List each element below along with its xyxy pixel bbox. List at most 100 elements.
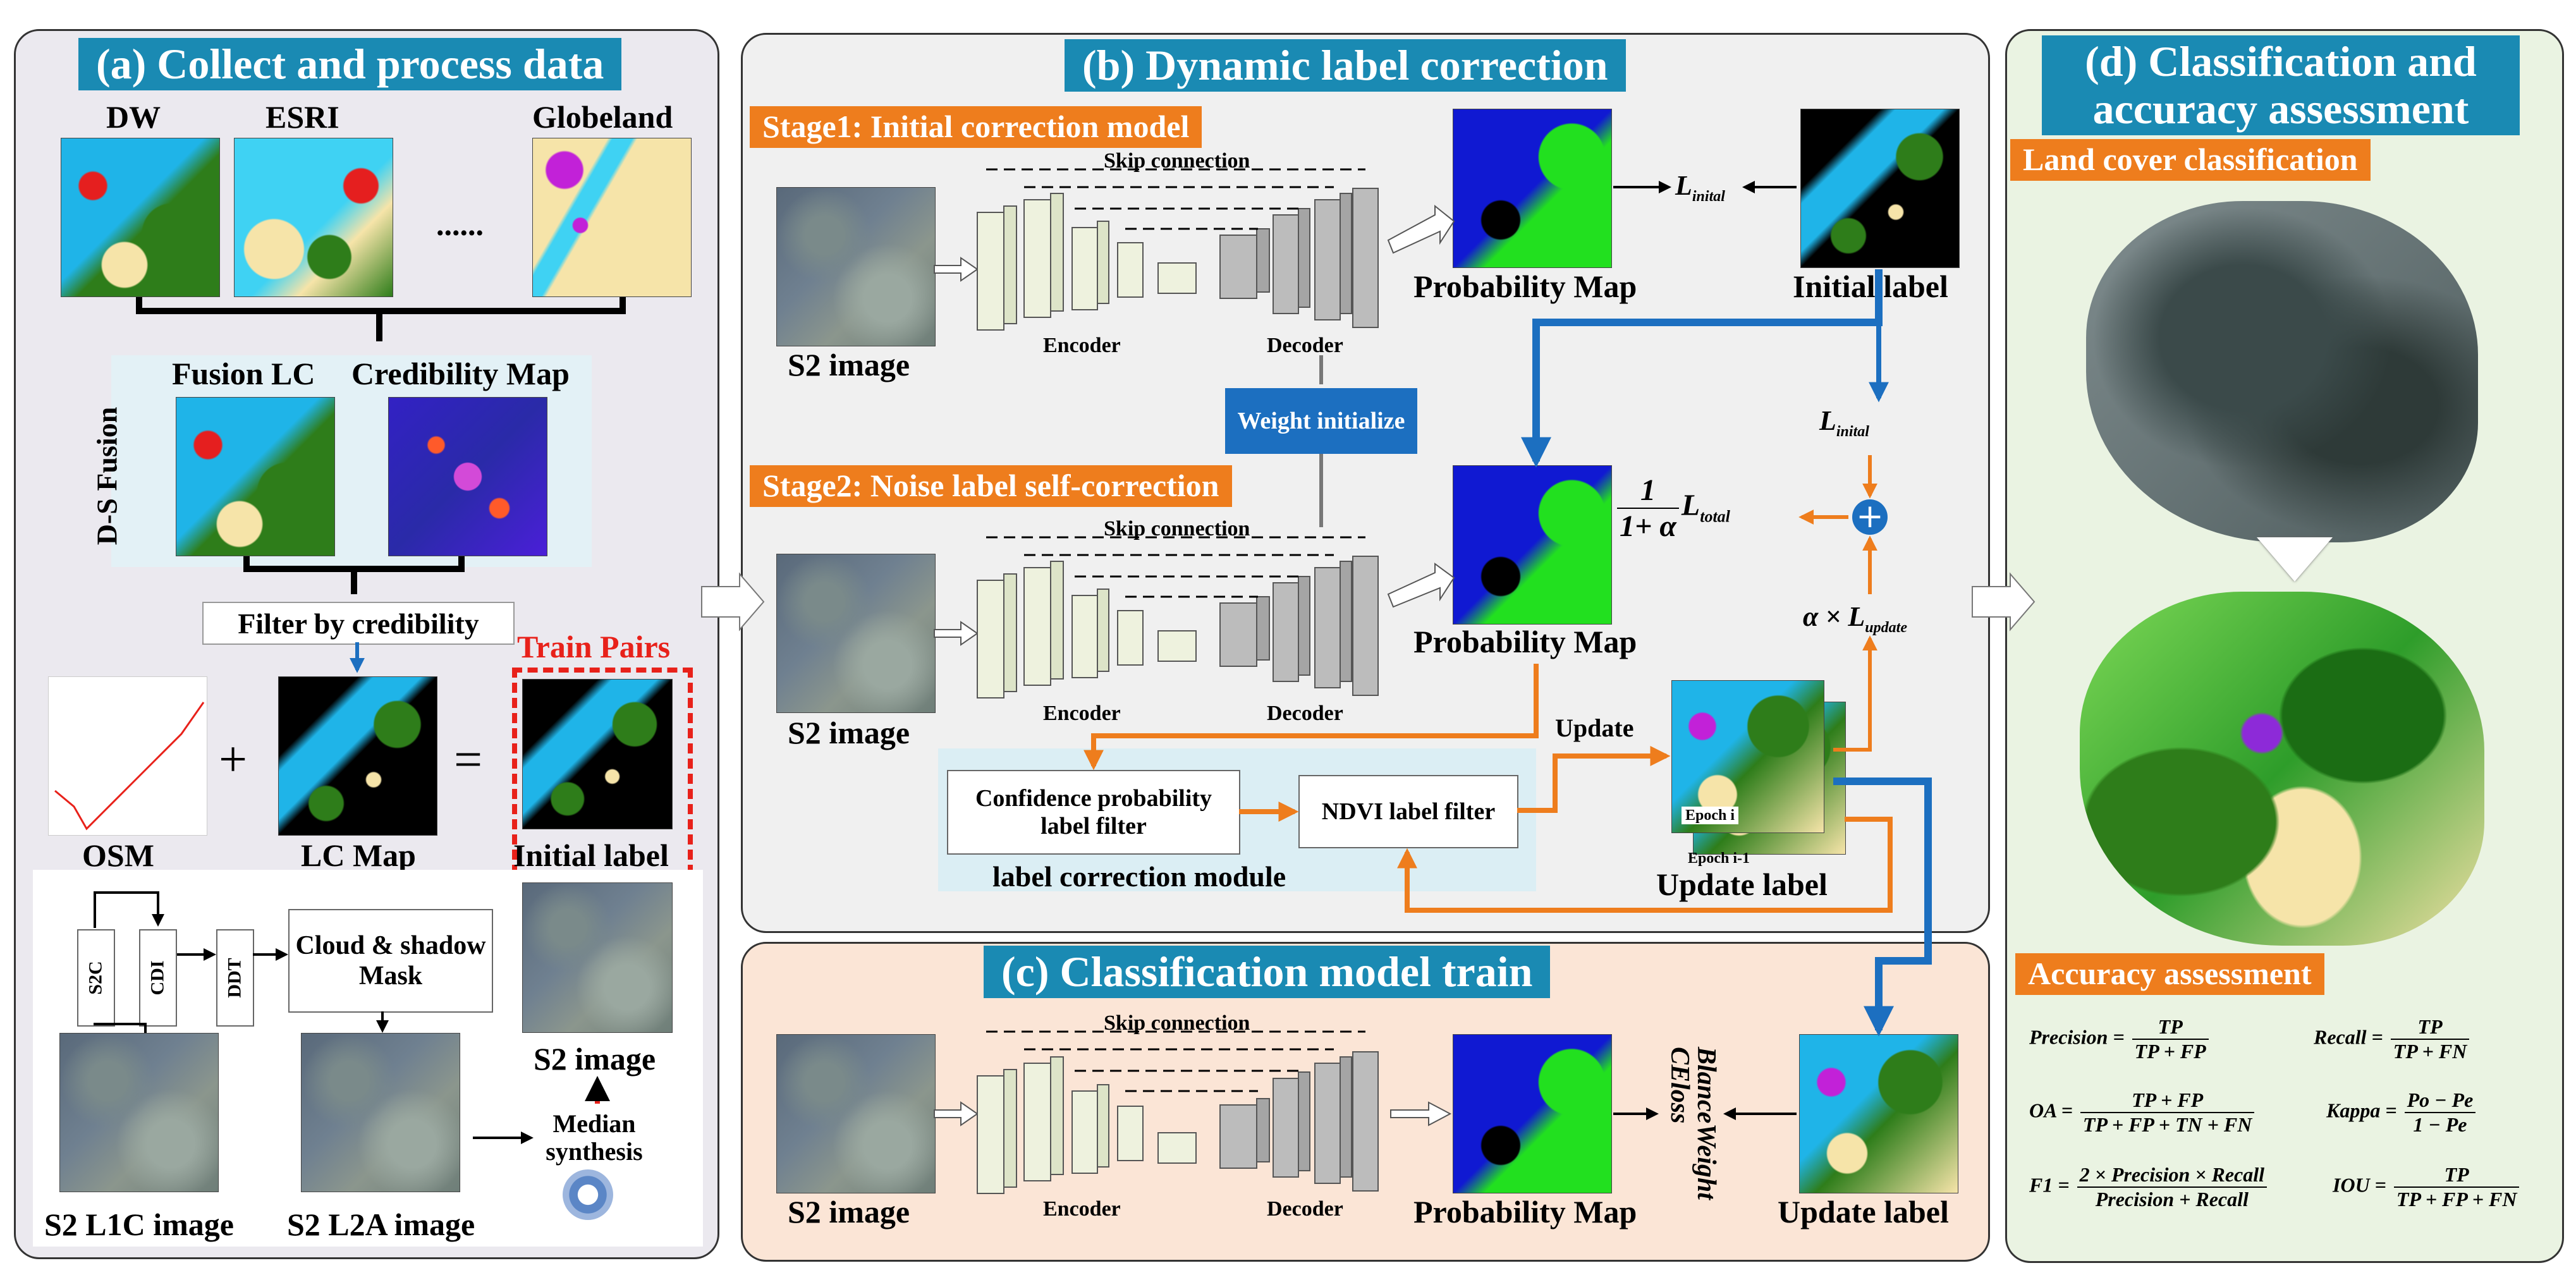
credibility-map-label: Credibility Map	[351, 356, 570, 391]
panel-c-update-label: Update label	[1778, 1194, 1949, 1229]
alpha-update-formula: α × Lupdate	[1803, 601, 1907, 637]
osm-line	[54, 702, 205, 831]
stage1-title: Stage1: Initial correction model	[750, 106, 1202, 148]
l-inital-mid-sub: inital	[1836, 423, 1869, 440]
stage2-title: Stage2: Noise label self-correction	[750, 465, 1232, 507]
epoch-i1-label: Epoch i-1	[1688, 850, 1750, 867]
s2-l2a-image	[301, 1033, 460, 1192]
osm-chart	[48, 676, 207, 836]
lc-map-label: LC Map	[301, 838, 416, 873]
s2-l1c-label: S2 L1C image	[44, 1207, 234, 1242]
accuracy-title: Accuracy assessment	[2015, 953, 2324, 995]
s2-l1c-image	[59, 1033, 219, 1192]
credibility-map	[388, 397, 547, 556]
loss-label: BlanceWeight CEloss	[1665, 1047, 1721, 1200]
median-label: Median synthesis	[546, 1109, 643, 1166]
s2-l2a-label: S2 L2A image	[287, 1207, 475, 1242]
panel-c-skip-label: Skip connection	[1104, 1011, 1250, 1035]
l-inital-top-sub: inital	[1692, 188, 1725, 205]
oa-lhs: OA =	[2029, 1099, 2073, 1122]
stage1-decoder-label: Decoder	[1267, 334, 1343, 357]
stage2-s2-image	[776, 554, 936, 713]
ndvi-filter-box: NDVI label filter	[1298, 775, 1518, 848]
l-inital-top-l: L	[1675, 170, 1692, 201]
sum-icon: +	[1852, 499, 1888, 535]
train-pairs-label: Train Pairs	[517, 629, 671, 664]
f1-den: Precision + Recall	[2095, 1188, 2249, 1211]
precision-lhs: Precision =	[2029, 1025, 2125, 1049]
panel-d-title: (d) Classification and accuracy assessme…	[2042, 35, 2520, 135]
l-inital-top: Linital	[1675, 169, 1725, 205]
l-inital-mid: Linital	[1819, 405, 1869, 441]
loss-total-l: L	[1681, 489, 1700, 523]
panel-c-s2-image	[776, 1034, 936, 1193]
stage1-initial-label: Initial label	[1793, 269, 1948, 304]
update-text: Update	[1555, 714, 1634, 742]
stage2-decoder-label: Decoder	[1267, 702, 1343, 725]
kappa-den: 1 − Pe	[2413, 1113, 2467, 1136]
stage1-s2-label: S2 image	[788, 347, 910, 382]
lcc-title: Land cover classification	[2010, 139, 2371, 181]
precision-den: TP + FP	[2134, 1040, 2206, 1063]
panel-c-prob-map	[1453, 1034, 1612, 1193]
stage1-initial-label-map	[1800, 109, 1960, 268]
stage1-prob-map	[1453, 109, 1612, 268]
s2-image-label-a: S2 image	[534, 1041, 656, 1077]
f1-lhs: F1 =	[2029, 1173, 2070, 1197]
esri-label: ESRI	[266, 99, 339, 135]
iou-lhs: IOU =	[2333, 1173, 2386, 1197]
loss-num: 1	[1617, 473, 1679, 509]
ddt-box: DDT	[216, 929, 254, 1027]
panel-c-title: (c) Classification model train	[984, 946, 1551, 998]
alpha-update-l: α × L	[1803, 601, 1865, 632]
stage2-prob-map	[1453, 465, 1612, 625]
classified-country-map	[2080, 592, 2484, 946]
globeland-map	[532, 138, 692, 297]
s2c-box: S2C	[77, 929, 115, 1027]
iou-num: TP	[2393, 1163, 2520, 1188]
dw-label: DW	[106, 99, 161, 135]
weight-init-box: Weight initialize	[1225, 388, 1417, 454]
stage1-encoder-label: Encoder	[1043, 334, 1121, 357]
stage1-prob-label: Probability Map	[1413, 269, 1637, 304]
osm-label: OSM	[82, 838, 154, 873]
fusion-lc-label: Fusion LC	[172, 356, 315, 391]
equals-sign: =	[454, 732, 483, 788]
panel-c-update-label-map	[1799, 1034, 1958, 1193]
confidence-filter-box: Confidence probability label filter	[947, 770, 1240, 855]
panel-c-s2-label: S2 image	[788, 1194, 910, 1229]
stage1-s2-image	[776, 187, 936, 346]
panel-c-decoder-label: Decoder	[1267, 1197, 1343, 1221]
cloud-mask-box: Cloud & shadow Mask	[288, 909, 493, 1013]
precision-num: TP	[2132, 1015, 2209, 1040]
ellipsis: ......	[436, 207, 484, 242]
ddt-label: DDT	[224, 958, 245, 998]
initial-label-label: Initial label	[513, 838, 669, 873]
loss-total-sub: total	[1700, 507, 1730, 526]
update-label-b: Update label	[1656, 867, 1828, 902]
cdi-label: CDI	[147, 960, 168, 996]
loss-den: 1+ α	[1620, 509, 1676, 543]
oa-den: TP + FP + TN + FN	[2082, 1113, 2252, 1136]
kappa-lhs: Kappa =	[2326, 1099, 2397, 1122]
stage2-encoder-label: Encoder	[1043, 702, 1121, 725]
alpha-update-sub: update	[1865, 619, 1907, 636]
filter-box: Filter by credibility	[202, 602, 515, 645]
panel-c-encoder-label: Encoder	[1043, 1197, 1121, 1221]
panel-a-title: (a) Collect and process data	[78, 38, 622, 90]
epoch-i-label: Epoch i	[1682, 807, 1739, 824]
panel-c-prob-label: Probability Map	[1413, 1194, 1637, 1229]
esri-map	[234, 138, 393, 297]
satellite-country-map	[2086, 201, 2478, 542]
s2c-label: S2C	[85, 961, 106, 995]
